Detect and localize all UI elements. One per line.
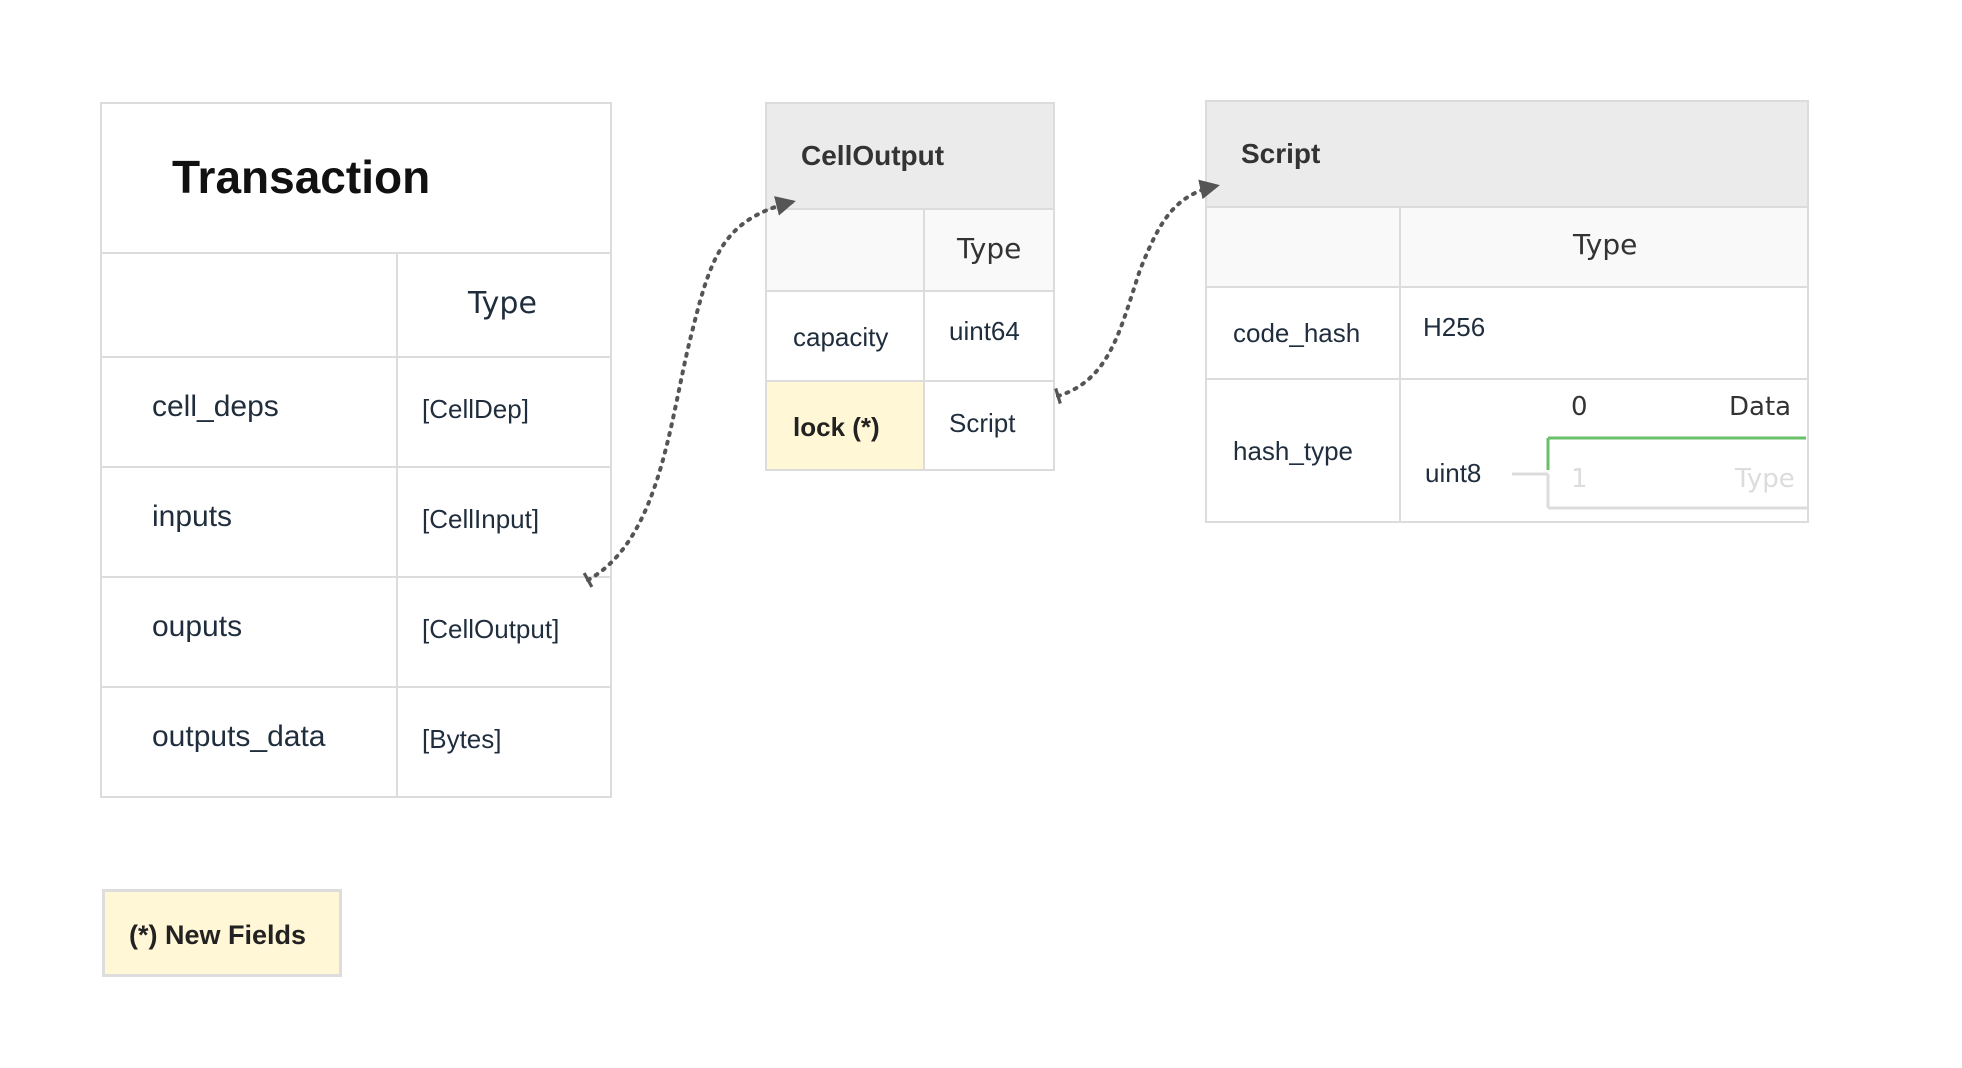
celloutput-type-header: Type xyxy=(957,232,1022,265)
script-type-code-hash: H256 xyxy=(1423,312,1486,342)
celloutput-type-lock: Script xyxy=(949,408,1016,438)
transaction-field-inputs: inputs xyxy=(152,500,233,533)
transaction-type-outputs-data: [Bytes] xyxy=(422,724,502,754)
celloutput-title: CellOutput xyxy=(801,140,945,171)
hash-type-enum-label-0: Data xyxy=(1729,392,1792,422)
script-table: Script Type code_hash H256 hash_type uin… xyxy=(1205,100,1809,523)
transaction-type-inputs: [CellInput] xyxy=(422,504,540,534)
legend-label: (*) New Fields xyxy=(129,920,307,950)
celloutput-field-capacity: capacity xyxy=(793,322,889,352)
transaction-field-outputs-data: outputs_data xyxy=(152,720,326,753)
transaction-table: Transaction Type cell_deps [CellDep] inp… xyxy=(100,102,612,798)
transaction-type-cell-deps: [CellDep] xyxy=(422,394,529,424)
transaction-type-ouputs: [CellOutput] xyxy=(422,614,560,644)
arrow-ouputs-to-celloutput xyxy=(582,196,796,588)
script-type-header: Type xyxy=(1573,228,1638,261)
script-field-hash-type: hash_type xyxy=(1233,436,1353,466)
script-field-code-hash: code_hash xyxy=(1233,318,1361,348)
script-title: Script xyxy=(1241,138,1321,169)
legend-new-fields: (*) New Fields xyxy=(102,889,342,977)
hash-type-enum-value-1: 1 xyxy=(1571,464,1588,494)
celloutput-type-capacity: uint64 xyxy=(949,316,1020,346)
script-type-hash-type: uint8 xyxy=(1425,458,1482,488)
hash-type-enum-label-1: Type xyxy=(1735,464,1795,494)
arrow-lock-to-script xyxy=(1054,179,1220,405)
transaction-field-cell-deps: cell_deps xyxy=(152,390,279,423)
transaction-field-ouputs: ouputs xyxy=(152,610,243,643)
transaction-title: Transaction xyxy=(172,151,431,203)
celloutput-field-lock: lock (*) xyxy=(793,412,880,442)
transaction-type-header: Type xyxy=(468,286,537,321)
hash-type-enum-value-0: 0 xyxy=(1571,392,1588,422)
